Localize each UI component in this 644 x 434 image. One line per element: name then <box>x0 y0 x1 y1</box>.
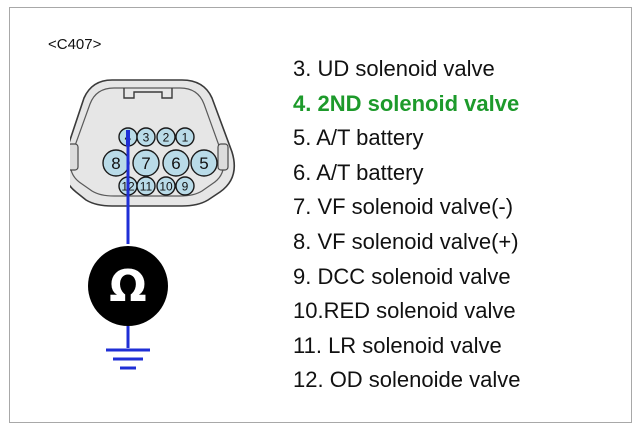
pin-6-label: 6 <box>171 154 180 173</box>
ground-icon <box>106 348 150 370</box>
ohmmeter-symbol: Ω <box>109 261 146 312</box>
pin-11-circle <box>136 176 156 196</box>
ohmmeter-icon <box>88 246 168 326</box>
legend-item: 5. A/T battery <box>293 125 424 151</box>
connector-right-notch <box>217 143 229 171</box>
pin-2-label: 2 <box>163 130 170 144</box>
legend-item: 12. OD solenoide valve <box>293 367 521 393</box>
legend-item: 7. VF solenoid valve(-) <box>293 194 514 220</box>
legend-item: 8. VF solenoid valve(+) <box>293 228 519 254</box>
connector-id-label: <C407> <box>48 36 102 53</box>
legend-item: 4. 2ND solenoid valve <box>293 90 520 116</box>
pin-legend: 3. UD solenoid valve 4. 2ND solenoid valv… <box>293 52 520 398</box>
pin-5-circle <box>190 149 218 177</box>
connector-left-notch <box>70 143 79 171</box>
pin-3-label: 3 <box>143 130 150 144</box>
pin-7-label: 7 <box>141 154 150 173</box>
legend-item: 9. DCC solenoid valve <box>293 263 511 289</box>
pin-3-circle <box>136 127 156 147</box>
legend-item: 6. A/T battery <box>293 159 424 185</box>
legend-item: 10.RED solenoid valve <box>293 298 516 324</box>
pin-6-circle <box>162 149 190 177</box>
legend-item: 3. UD solenoid valve <box>293 56 495 81</box>
pin-2-circle <box>156 127 176 147</box>
pin-1-circle <box>175 127 195 147</box>
pin-10-label: 10 <box>159 179 173 193</box>
pin-7-circle <box>132 149 160 177</box>
connector-diagram: 4321 8 7 65 12 11 10 9 Ω <box>70 79 236 370</box>
legend-item: 11. LR solenoid valve <box>293 332 502 358</box>
connector-lock-tab <box>123 88 173 99</box>
pin-5-label: 5 <box>199 154 208 173</box>
pin-10-circle <box>156 176 176 196</box>
pin-11-label: 11 <box>140 179 153 193</box>
pin-1-label: 1 <box>182 130 189 144</box>
pin-8-label: 8 <box>111 154 120 173</box>
pin-9-label: 9 <box>182 179 189 193</box>
pin-row-top: 4321 <box>118 127 195 147</box>
pin-9-circle <box>175 176 195 196</box>
diagram-frame <box>9 7 632 423</box>
